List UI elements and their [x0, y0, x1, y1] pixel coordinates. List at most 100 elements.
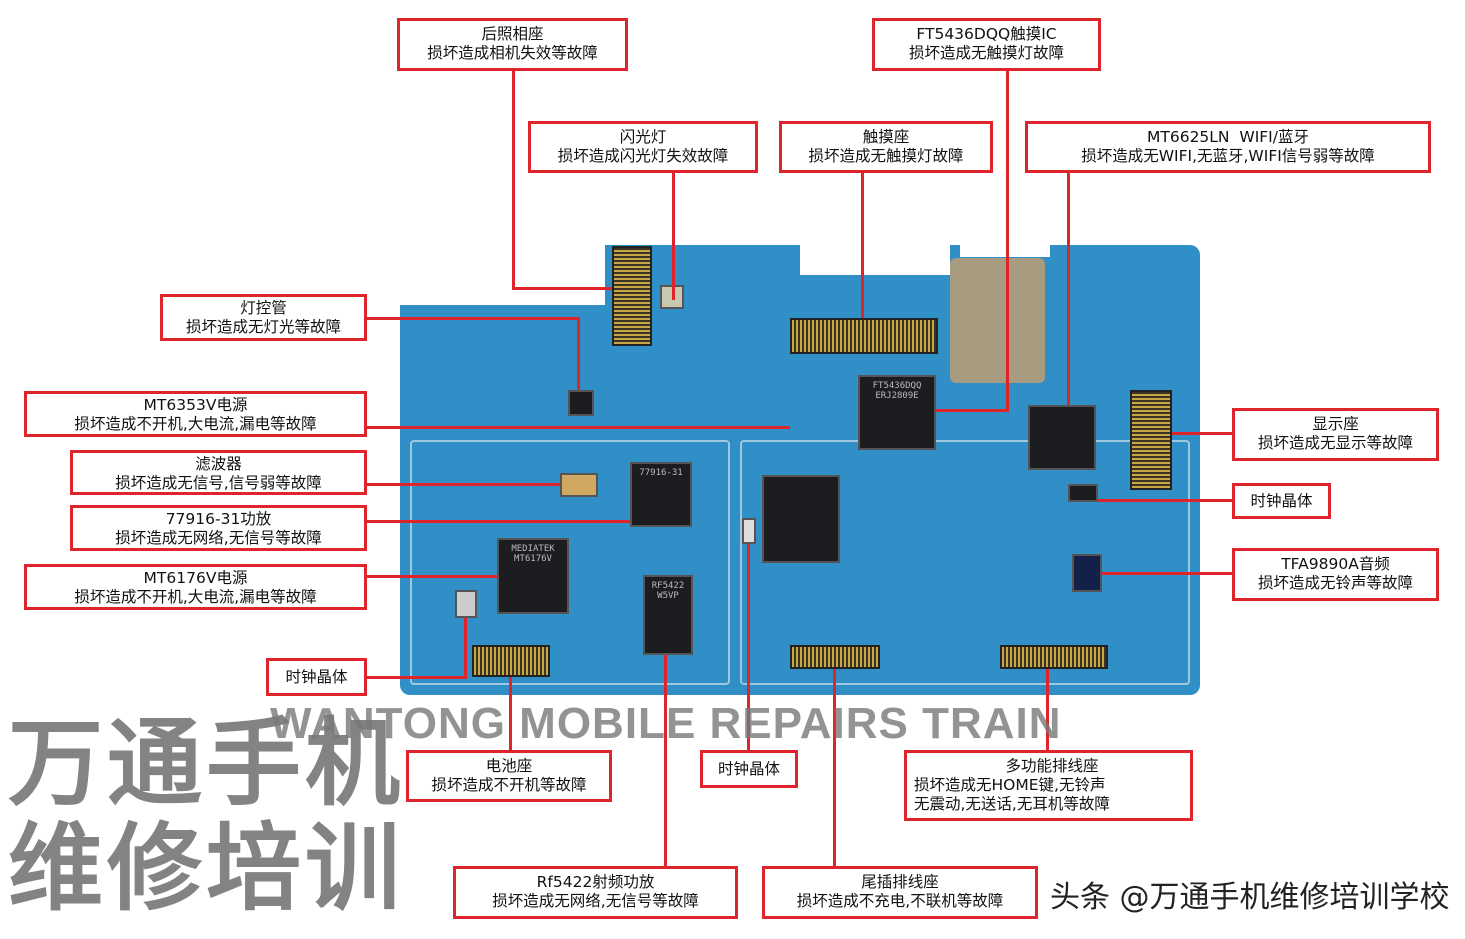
leader-line — [672, 172, 675, 300]
shield-frame — [410, 440, 730, 685]
label-title: 尾插排线座 — [861, 873, 939, 891]
label-title: FT5436DQQ触摸IC — [916, 25, 1057, 43]
multi-function-connector — [1000, 645, 1108, 669]
leader-line — [512, 287, 612, 290]
leader-line — [366, 317, 579, 320]
label-desc: 损坏造成相机失效等故障 — [427, 44, 598, 62]
rear-camera-connector — [612, 246, 652, 346]
label-title: 电池座 — [485, 757, 533, 775]
mt6176-chip: MEDIATEK MT6176V — [497, 538, 569, 614]
label-desc: 损坏造成不开机,大电流,漏电等故障 — [74, 415, 317, 433]
clock-crystal — [1068, 484, 1098, 502]
board-cutout — [800, 245, 950, 275]
label-title: 闪光灯 — [619, 128, 667, 146]
label-battery-connector: 电池座损坏造成不开机等故障 — [406, 750, 612, 802]
leader-line — [664, 655, 667, 866]
label-touch-connector: 触摸座损坏造成无触摸灯故障 — [779, 121, 993, 173]
watermark-english: WANTONG MOBILE REPAIRS TRAIN — [270, 699, 1062, 748]
label-clock-left: 时钟晶体 — [266, 658, 367, 696]
leader-line — [833, 669, 836, 866]
label-desc: 损坏造成无WIFI,无蓝牙,WIFI信号弱等故障 — [1081, 147, 1375, 165]
label-title: Rf5422射频功放 — [536, 873, 655, 891]
touch-ic-chip: FT5436DQQ ERJ2809E — [858, 375, 936, 450]
leader-line — [1172, 432, 1232, 435]
board-cutout — [960, 245, 1050, 257]
mt6353-chip — [762, 475, 840, 563]
leader-line — [1098, 499, 1232, 502]
clock-crystal — [742, 518, 756, 544]
board-cutout — [400, 245, 605, 305]
leader-line — [464, 618, 467, 679]
label-title: 后照相座 — [481, 25, 544, 43]
shield-frame — [740, 440, 1190, 685]
label-desc: 损坏造成闪光灯失效故障 — [557, 147, 729, 165]
label-desc: 损坏造成无HOME键,无铃声 — [914, 776, 1106, 794]
label-title: 触摸座 — [862, 128, 910, 146]
label-multi-function-connector: 多功能排线座损坏造成无HOME键,无铃声无震动,无送话,无耳机等故障 — [904, 750, 1193, 821]
label-desc: 损坏造成不充电,不联机等故障 — [796, 892, 1004, 910]
label-title: 灯控管 — [240, 299, 287, 317]
leader-line — [1067, 172, 1070, 405]
label-title: 时钟晶体 — [285, 668, 348, 686]
wifi-chip — [1028, 405, 1096, 470]
leader-line — [1102, 572, 1232, 575]
leader-line — [366, 676, 466, 679]
label-wifi-bt: MT6625LN WIFI/蓝牙损坏造成无WIFI,无蓝牙,WIFI信号弱等故障 — [1025, 121, 1431, 173]
label-desc: 损坏造成不开机,大电流,漏电等故障 — [74, 588, 317, 606]
label-title: TFA9890A音频 — [1281, 555, 1390, 573]
leader-line — [509, 677, 512, 750]
label-desc: 损坏造成无触摸灯故障 — [808, 147, 964, 165]
label-title: 77916-31功放 — [165, 510, 272, 528]
clock-crystal — [455, 590, 477, 618]
label-display-connector: 显示座损坏造成无显示等故障 — [1232, 408, 1439, 461]
battery-connector — [472, 645, 550, 677]
leader-line — [747, 544, 750, 750]
leader-line — [861, 172, 864, 318]
label-rear-camera-connector: 后照相座损坏造成相机失效等故障 — [397, 18, 628, 71]
label-title: 时钟晶体 — [717, 760, 780, 778]
touch-connector — [790, 318, 938, 354]
label-title: 时钟晶体 — [1250, 492, 1313, 510]
label-rf5422: Rf5422射频功放损坏造成无网络,无信号等故障 — [453, 866, 738, 919]
label-desc: 损坏造成无灯光等故障 — [185, 318, 341, 336]
label-mt6353: MT6353V电源损坏造成不开机,大电流,漏电等故障 — [24, 391, 367, 437]
label-desc: 损坏造成无信号,信号弱等故障 — [115, 474, 322, 492]
label-pa-77916: 77916-31功放损坏造成无网络,无信号等故障 — [70, 505, 367, 551]
label-title: 显示座 — [1312, 415, 1359, 433]
label-light-control: 灯控管损坏造成无灯光等故障 — [160, 294, 367, 341]
leader-line — [366, 426, 790, 429]
leader-line — [1006, 70, 1009, 412]
label-desc: 损坏造成无网络,无信号等故障 — [115, 529, 322, 547]
label-clock-mid: 时钟晶体 — [700, 750, 798, 788]
label-desc: 损坏造成无显示等故障 — [1257, 434, 1413, 452]
label-title: MT6176V电源 — [143, 569, 248, 587]
label-tail-connector: 尾插排线座损坏造成不充电,不联机等故障 — [762, 866, 1038, 919]
leader-line — [366, 575, 497, 578]
audio-chip — [1072, 554, 1102, 592]
label-clock-right: 时钟晶体 — [1232, 483, 1331, 519]
metal-shield-can — [950, 258, 1045, 383]
pa-77916-chip: 77916-31 — [630, 462, 692, 527]
watermark-chinese: 万通手机维修培训 — [8, 709, 405, 924]
label-title: MT6353V电源 — [143, 396, 248, 414]
label-audio-amp: TFA9890A音频损坏造成无铃声等故障 — [1232, 548, 1439, 601]
label-title: 多功能排线座 — [1005, 757, 1099, 775]
label-desc: 损坏造成无网络,无信号等故障 — [492, 892, 699, 910]
label-desc: 损坏造成无触摸灯故障 — [908, 44, 1064, 62]
leader-line — [512, 70, 515, 290]
rf5422-chip: RF5422 W5VP — [643, 575, 693, 655]
light-control-transistor — [568, 390, 594, 416]
label-desc: 损坏造成无铃声等故障 — [1257, 574, 1413, 592]
leader-line — [577, 317, 580, 390]
label-flash: 闪光灯损坏造成闪光灯失效故障 — [528, 121, 758, 173]
leader-line — [936, 409, 1009, 412]
tail-connector — [790, 645, 880, 669]
leader-line — [1046, 669, 1049, 750]
label-desc: 无震动,无送话,无耳机等故障 — [914, 795, 1110, 813]
leader-line — [366, 483, 560, 486]
label-mt6176: MT6176V电源损坏造成不开机,大电流,漏电等故障 — [24, 564, 367, 610]
label-filter: 滤波器损坏造成无信号,信号弱等故障 — [70, 450, 367, 495]
source-credit: 头条 @万通手机维修培训学校 — [1050, 880, 1450, 915]
label-title: MT6625LN WIFI/蓝牙 — [1147, 128, 1309, 146]
